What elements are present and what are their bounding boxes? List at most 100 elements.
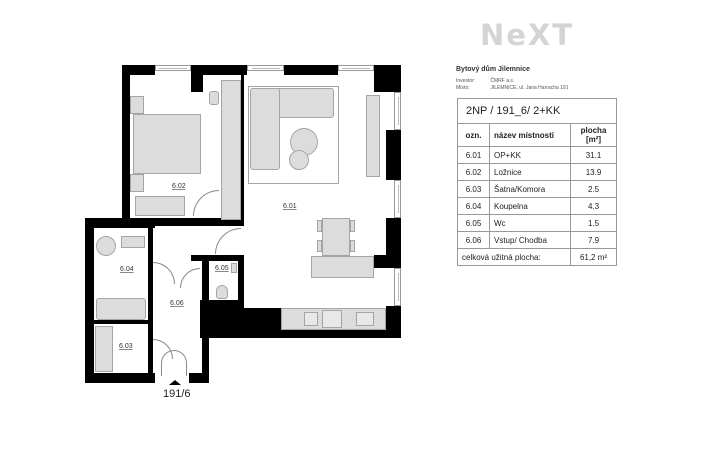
window [394, 92, 401, 130]
room-label-605: 6.05 [215, 265, 229, 272]
wall [374, 255, 401, 268]
investor-row: Investor: ČMRF a.s. [456, 78, 514, 84]
nightstand [130, 96, 144, 114]
door-living[interactable] [215, 228, 241, 254]
wall [85, 218, 94, 383]
tv-stand [366, 95, 380, 177]
window [155, 65, 191, 71]
wall [130, 218, 244, 226]
row-area: 1.5 [570, 214, 617, 232]
wall [189, 373, 209, 383]
chair [350, 220, 355, 232]
wall [191, 255, 243, 261]
room-area-table: 2NP / 191_6/ 2+KK ozn. název místnosti p… [457, 98, 617, 266]
row-area: 2.5 [570, 180, 617, 198]
total-label: celková užitná plocha: [457, 248, 571, 266]
door-entry[interactable] [161, 350, 187, 376]
next-logo: NeXT [480, 18, 575, 52]
total-value: 61,2 m² [570, 248, 617, 266]
sofa-chaise [250, 88, 280, 170]
room-label-606: 6.06 [170, 300, 184, 307]
col-code: ozn. [457, 123, 490, 147]
door-bathroom[interactable] [153, 262, 175, 284]
wall [85, 218, 155, 228]
wardrobe [221, 80, 241, 220]
wall [85, 373, 155, 383]
col-area: plocha [m²] [570, 123, 617, 147]
bed [133, 114, 201, 174]
row-area: 31.1 [570, 146, 617, 164]
wc-sink [231, 263, 237, 273]
room-label-601: 6.01 [283, 203, 297, 210]
project-title: Bytový dům Jilemnice [456, 66, 530, 73]
wall [200, 308, 280, 338]
dishwasher [322, 310, 342, 328]
room-label-604: 6.04 [120, 266, 134, 273]
location-label: Místo: [456, 85, 470, 91]
dresser [135, 196, 185, 216]
investor-value: ČMRF a.s. [490, 78, 515, 84]
window [394, 268, 401, 306]
location-value: JILEMNICE, ul. Jana Harracha 191 [490, 85, 569, 91]
chair [350, 240, 355, 252]
window [338, 65, 374, 71]
row-name: Wc [489, 214, 571, 232]
row-name: Vstup/ Chodba [489, 231, 571, 249]
sink [304, 312, 318, 326]
wall [386, 130, 401, 180]
wall [241, 75, 244, 225]
col-name: název místnosti [489, 123, 571, 147]
rug [248, 86, 339, 184]
investor-label: Investor: [456, 78, 476, 84]
room-label-602: 6.02 [172, 183, 186, 190]
dining-table [322, 218, 350, 256]
row-code: 6.05 [457, 214, 490, 232]
row-area: 13.9 [570, 163, 617, 181]
location-row: Místo: JILEMNICE, ul. Jana Harracha 191 [456, 85, 568, 91]
chair [317, 240, 322, 252]
washbasin [121, 236, 145, 248]
table-header: 2NP / 191_6/ 2+KK [457, 98, 617, 124]
door-wc[interactable] [180, 268, 200, 288]
wall [122, 65, 130, 220]
entry-arrow-icon [169, 380, 181, 385]
row-area: 4.3 [570, 197, 617, 215]
row-area: 7.9 [570, 231, 617, 249]
door-bedroom[interactable] [193, 190, 219, 216]
toilet [216, 285, 228, 299]
wall [122, 65, 155, 75]
wall [284, 65, 338, 75]
row-name: Koupelna [489, 197, 571, 215]
wall [200, 300, 244, 308]
chair [317, 220, 322, 232]
bathtub [96, 298, 146, 320]
wall [374, 65, 401, 92]
wall [94, 320, 148, 324]
window [247, 65, 284, 71]
wall [191, 65, 247, 75]
wall [148, 218, 153, 373]
unit-label: 191/6 [163, 388, 191, 400]
window [394, 180, 401, 218]
row-code: 6.01 [457, 146, 490, 164]
room-label-603: 6.03 [119, 343, 133, 350]
wall [202, 255, 209, 383]
desk-chair [209, 91, 219, 105]
wall [238, 255, 244, 305]
row-name: Ložnice [489, 163, 571, 181]
row-name: OP+KK [489, 146, 571, 164]
row-code: 6.02 [457, 163, 490, 181]
washing-machine [96, 236, 116, 256]
storage-shelves [95, 326, 113, 372]
side-table [289, 150, 309, 170]
row-code: 6.03 [457, 180, 490, 198]
cooktop [356, 312, 374, 326]
nightstand [130, 174, 144, 192]
wall [191, 65, 203, 92]
